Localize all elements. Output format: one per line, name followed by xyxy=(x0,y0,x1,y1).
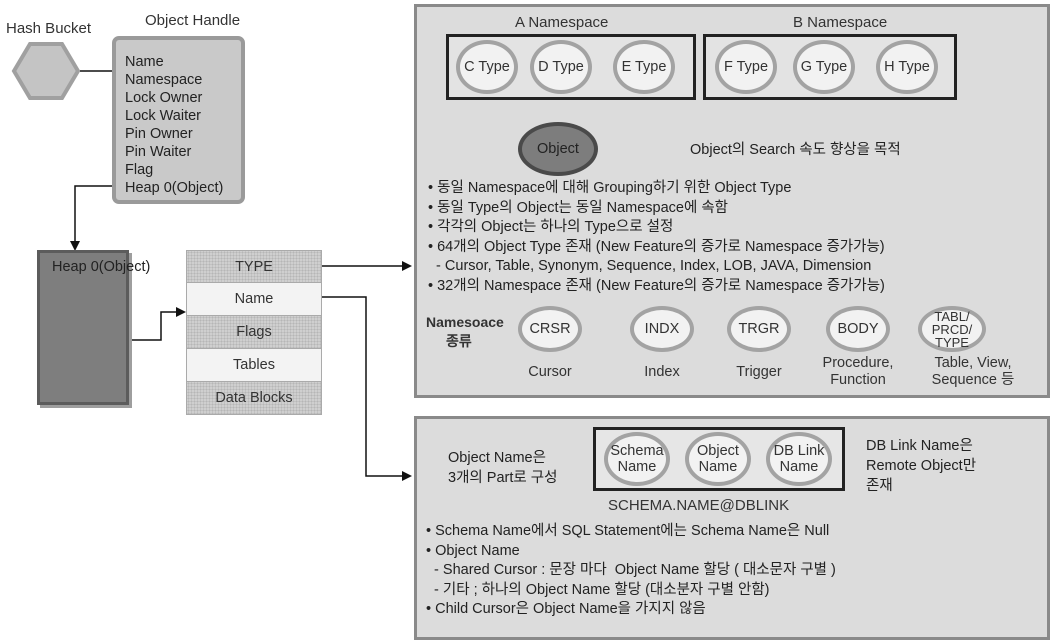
handle-field: Name xyxy=(125,54,164,70)
handle-field: Pin Waiter xyxy=(125,144,192,160)
object-handle-title: Object Handle xyxy=(145,12,241,29)
heap-table-row: TYPE xyxy=(186,250,322,283)
heap-table-row: Name xyxy=(186,283,322,316)
handle-field: Lock Waiter xyxy=(125,108,202,124)
handle-field: Lock Owner xyxy=(125,90,203,106)
name-part-circle: Schema Name xyxy=(604,432,670,486)
name-format: SCHEMA.NAME@DBLINK xyxy=(608,497,790,514)
heap-table: TYPE Name Flags Tables Data Blocks xyxy=(186,250,322,415)
kind-circle: TRGR xyxy=(727,306,791,352)
kind-circle: INDX xyxy=(630,306,694,352)
type-circle: D Type xyxy=(530,40,592,94)
hash-bucket-hexagon xyxy=(11,42,81,100)
kind-circle: TABL/ PRCD/ TYPE xyxy=(918,306,986,352)
bullet-item: - Shared Cursor : 문장 마다 Object Name 할당 (… xyxy=(426,562,836,578)
kind-circle: BODY xyxy=(826,306,890,352)
name-bullets: • Schema Name에서 SQL Statement에는 Schema N… xyxy=(426,522,836,620)
heap-table-row: Flags xyxy=(186,316,322,349)
name-right-note: DB Link Name은 xyxy=(866,438,973,454)
kind-caption: Cursor xyxy=(528,364,572,380)
type-circle: F Type xyxy=(715,40,777,94)
name-right-note-2: Remote Object만 xyxy=(866,458,977,474)
b-namespace-title: B Namespace xyxy=(793,14,888,31)
kind-circle: CRSR xyxy=(518,306,582,352)
handle-to-heap-arrow xyxy=(70,185,112,251)
type-circle: C Type xyxy=(456,40,518,94)
bullet-item: • 각각의 Object는 하나의 Type으로 설정 xyxy=(428,219,674,235)
type-circle: G Type xyxy=(793,40,855,94)
bullet-item: • 64개의 Object Type 존재 (New Feature의 증가로 … xyxy=(428,238,885,255)
bullet-item: • 동일 Type의 Object는 동일 Namespace에 속함 xyxy=(428,199,729,216)
heap0-label: Heap 0(Object) xyxy=(52,259,151,275)
kind-caption: Index xyxy=(644,364,680,380)
a-namespace-title: A Namespace xyxy=(515,14,609,31)
bullet-item: • Child Cursor은 Object Name을 가지지 않음 xyxy=(426,601,706,617)
name-left-note-2: 3개의 Part로 구성 xyxy=(448,470,558,486)
kind-caption: Trigger xyxy=(736,364,782,380)
name-left-note: Object Name은 xyxy=(448,450,546,466)
handle-field: Namespace xyxy=(125,72,203,88)
handle-field: Heap 0(Object) xyxy=(125,180,224,196)
name-to-namepanel-arrow xyxy=(322,296,412,481)
type-circle: H Type xyxy=(876,40,938,94)
kind-caption: Table, View, Sequence 등 xyxy=(931,355,1015,388)
hash-bucket-label: Hash Bucket xyxy=(6,20,92,37)
object-handle-box: Name Namespace Lock Owner Lock Waiter Pi… xyxy=(112,36,245,204)
name-part-circle: Object Name xyxy=(685,432,751,486)
heap0-box xyxy=(37,250,129,405)
kinds-label: Namesoace xyxy=(426,314,504,330)
bullet-item: - 기타 ; 하나의 Object Name 할당 (대소분자 구별 안함) xyxy=(426,581,770,598)
object-note: Object의 Search 속도 향상을 목적 xyxy=(690,142,901,158)
heap-table-row: Data Blocks xyxy=(186,382,322,415)
heap-to-table-arrow xyxy=(131,307,186,341)
name-right-note-3: 존재 xyxy=(866,478,893,494)
bullet-item: • 32개의 Namespace 존재 (New Feature의 증가로 Na… xyxy=(428,277,885,294)
handle-field: Pin Owner xyxy=(125,126,193,142)
bullet-item: • 동일 Namespace에 대해 Grouping하기 위한 Object … xyxy=(428,180,792,196)
bullet-item: • Object Name xyxy=(426,542,520,559)
bullet-item: • Schema Name에서 SQL Statement에는 Schema N… xyxy=(426,523,830,539)
type-circle: E Type xyxy=(613,40,675,94)
bullet-item: - Cursor, Table, Synonym, Sequence, Inde… xyxy=(428,258,872,274)
kind-caption: Procedure, Function xyxy=(822,355,894,388)
object-circle: Object xyxy=(518,122,598,176)
handle-field: Flag xyxy=(125,162,154,178)
name-part-circle: DB Link Name xyxy=(766,432,832,486)
namespace-bullets: • 동일 Namespace에 대해 Grouping하기 위한 Object … xyxy=(428,179,885,296)
heap-table-row: Tables xyxy=(186,349,322,382)
kinds-label-2: 종류 xyxy=(446,333,472,349)
